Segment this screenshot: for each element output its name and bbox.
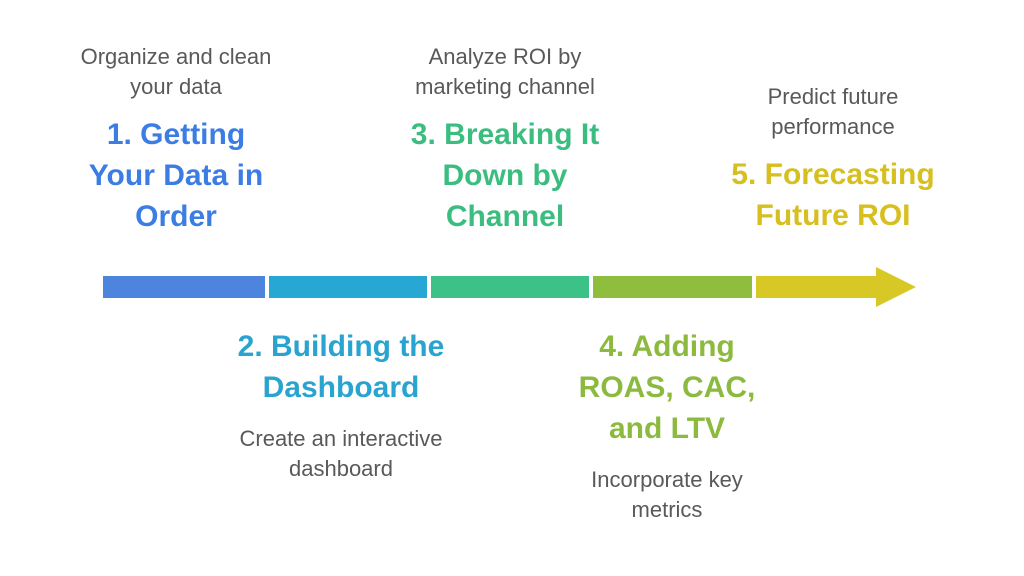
arrow-segment-3 — [431, 276, 589, 298]
timeline-arrow — [103, 267, 916, 307]
stage-4-block: 4. Adding ROAS, CAC, and LTV Incorporate… — [537, 326, 797, 525]
stage-1-subtitle: Organize and clean your data — [80, 44, 272, 99]
stage-5-block: Predict future performance 5. Forecastin… — [703, 82, 963, 236]
stage-5-title: 5. Forecasting Future ROI — [731, 158, 935, 232]
stage-1-block: Organize and clean your data 1. Getting … — [46, 42, 306, 237]
arrow-head-icon — [876, 267, 916, 307]
arrow-segment-4 — [593, 276, 752, 298]
stage-4-subtitle: Incorporate key metrics — [591, 467, 743, 522]
stage-5-subtitle: Predict future performance — [767, 84, 899, 139]
arrow-segment-5 — [756, 276, 877, 298]
arrow-segment-2 — [269, 276, 427, 298]
stage-2-block: 2. Building the Dashboard Create an inte… — [211, 326, 471, 484]
stage-3-block: Analyze ROI by marketing channel 3. Brea… — [375, 42, 635, 237]
spacer — [703, 142, 963, 154]
spacer — [46, 102, 306, 114]
stage-4-title: 4. Adding ROAS, CAC, and LTV — [578, 330, 756, 445]
arrow-segment-1 — [103, 276, 265, 298]
stage-2-subtitle: Create an interactive dashboard — [239, 426, 443, 481]
stage-2-title: 2. Building the Dashboard — [237, 330, 445, 404]
spacer — [537, 449, 797, 465]
spacer — [211, 408, 471, 424]
stage-3-subtitle: Analyze ROI by marketing channel — [415, 44, 595, 99]
arrow-segments — [103, 276, 877, 298]
stage-3-title: 3. Breaking It Down by Channel — [410, 118, 600, 233]
spacer — [375, 102, 635, 114]
stage-1-title: 1. Getting Your Data in Order — [88, 118, 264, 233]
